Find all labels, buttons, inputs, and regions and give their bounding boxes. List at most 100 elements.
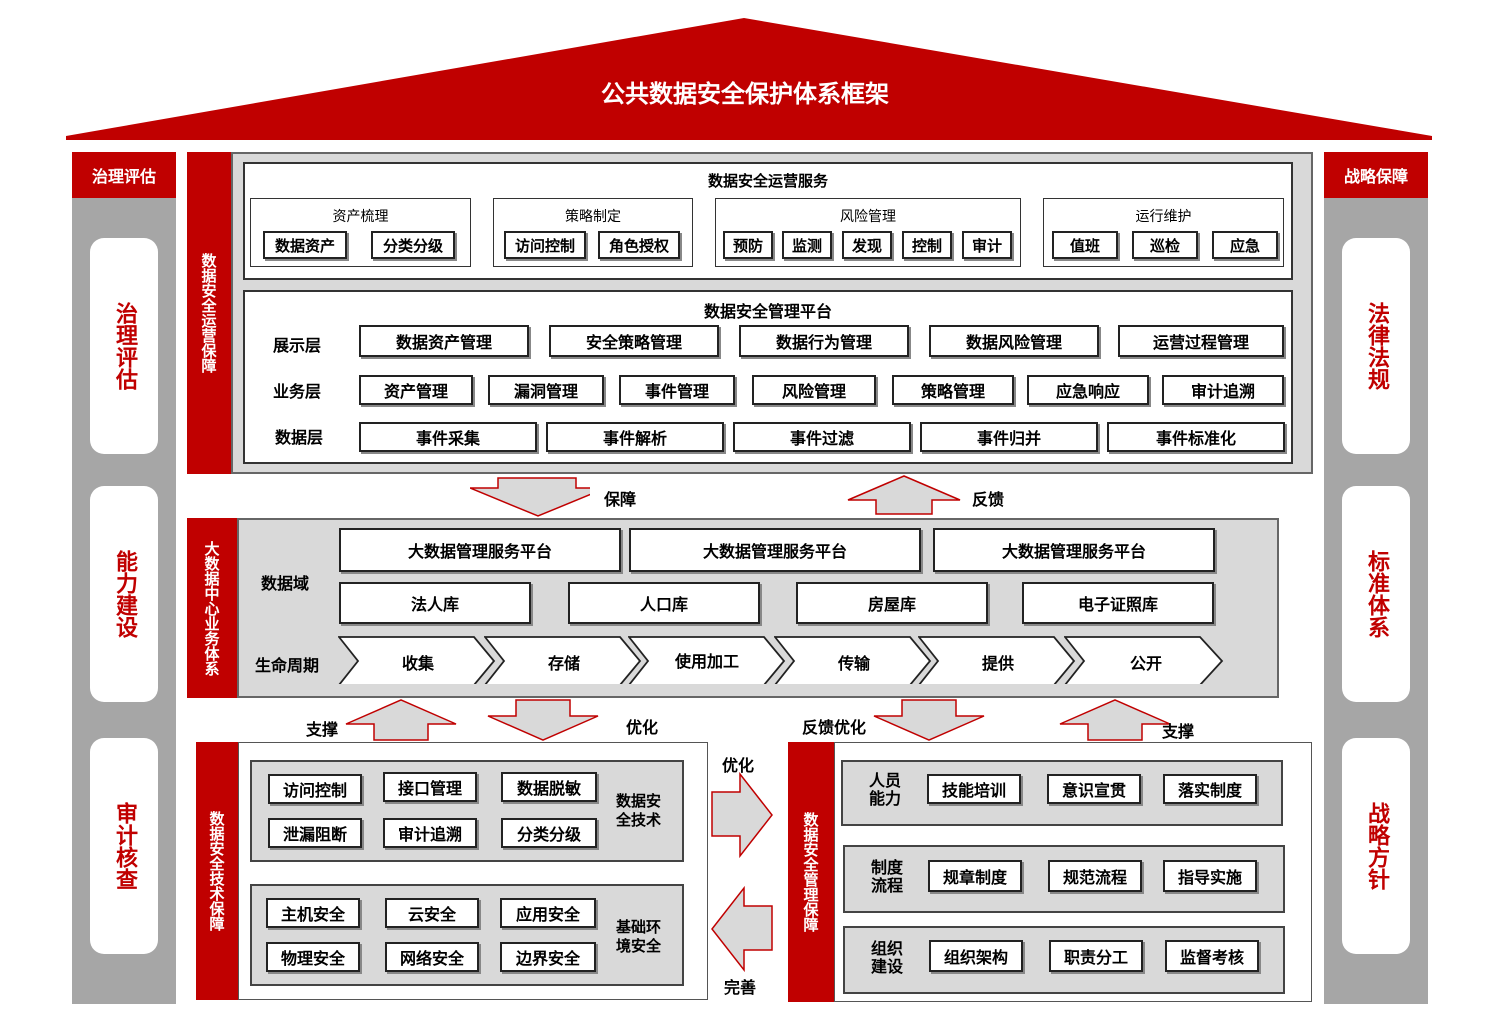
bigdata-label: 大数据中心业务体系 <box>187 518 237 698</box>
tech-item: 泄漏阻断 <box>268 818 362 848</box>
platform-item: 事件解析 <box>546 422 724 452</box>
service-group: 风险管理 预防 监测 发现 控制 审计 <box>715 198 1021 267</box>
platform-item: 事件过滤 <box>733 422 911 452</box>
tech-item: 接口管理 <box>383 772 477 802</box>
service-item: 审计 <box>962 231 1012 259</box>
tech-group-title: 数据安全技术 <box>616 792 662 829</box>
roof <box>66 18 1432 140</box>
service-item: 分类分级 <box>371 231 455 259</box>
platform-item: 事件归并 <box>920 422 1098 452</box>
mgmt-group-title: 人员能力 <box>868 771 901 808</box>
down-arrow-icon <box>873 699 985 741</box>
tech-item: 审计追溯 <box>383 818 477 848</box>
service-group-title: 风险管理 <box>840 209 896 225</box>
data-library: 房屋库 <box>796 582 988 624</box>
tech-item: 网络安全 <box>385 942 479 972</box>
arrow-label-feedback: 反馈 <box>972 490 1005 509</box>
right-pillar: 法律法规 标准体系 战略方针 <box>1324 198 1428 1004</box>
tech-item: 物理安全 <box>266 942 360 972</box>
up-arrow-icon <box>345 699 457 741</box>
lifecycle-row: 收集 存储 使用加工 传输 提供 公开 <box>338 636 1228 686</box>
arrow-label-support-right: 支撑 <box>1162 722 1195 741</box>
up-arrow-icon <box>847 475 961 515</box>
left-pillar-header: 治理评估 <box>72 152 176 198</box>
lifecycle-chevron <box>338 636 496 684</box>
service-group-title: 资产梳理 <box>332 209 389 225</box>
mgmt-item: 监督考核 <box>1165 940 1259 972</box>
arrow-label-optimize-left: 优化 <box>626 718 659 737</box>
service-item: 预防 <box>723 231 773 259</box>
mgmt-item: 规范流程 <box>1048 860 1142 892</box>
lifecycle-step: 收集 <box>401 654 434 673</box>
service-item: 数据资产 <box>263 231 347 259</box>
pillar-item: 能力建设 <box>90 486 158 702</box>
service-group-title: 运行维护 <box>1135 209 1192 225</box>
down-arrow-icon <box>470 477 590 517</box>
arrow-label-guarantee: 保障 <box>604 490 637 509</box>
platform-item: 数据资产管理 <box>359 325 529 357</box>
row-label: 数据层 <box>275 428 324 447</box>
service-group: 策略制定 访问控制 角色授权 <box>493 198 693 267</box>
mgmt-item: 技能培训 <box>927 774 1021 804</box>
platform-item: 策略管理 <box>892 375 1014 405</box>
pillar-item: 治理评估 <box>90 238 158 454</box>
data-library: 法人库 <box>339 582 531 624</box>
bigdata-platform: 大数据管理服务平台 <box>629 528 921 572</box>
mgmt-item: 落实制度 <box>1163 774 1257 804</box>
service-group-title: 策略制定 <box>565 209 621 225</box>
tech-group-title: 基础环境安全 <box>616 918 662 955</box>
page-title: 公共数据安全保护体系框架 <box>601 80 889 108</box>
tech-label: 数据安全技术保障 <box>196 742 238 1000</box>
service-item: 访问控制 <box>504 231 586 259</box>
service-group: 运行维护 值班 巡检 应急 <box>1043 198 1284 267</box>
mgmt-group-title: 组织建设 <box>870 939 903 976</box>
platform-item: 数据风险管理 <box>929 325 1099 357</box>
ops-guarantee-label: 数据安全运营保障 <box>187 152 231 474</box>
bigdata-platform: 大数据管理服务平台 <box>933 528 1215 572</box>
mgmt-item: 意识宣贯 <box>1047 774 1141 804</box>
data-library: 人口库 <box>568 582 760 624</box>
service-item: 监测 <box>782 231 832 259</box>
lifecycle-chevron <box>918 636 1076 684</box>
arrow-label-support-left: 支撑 <box>306 720 339 739</box>
mgmt-platform-title: 数据安全管理平台 <box>703 302 832 321</box>
left-arrow-icon <box>711 885 773 973</box>
down-arrow-icon <box>487 699 599 741</box>
tech-item: 边界安全 <box>500 942 596 972</box>
lifecycle-chevron <box>1064 636 1224 684</box>
tech-item: 分类分级 <box>501 818 597 848</box>
row-label: 展示层 <box>273 336 322 355</box>
service-item: 角色授权 <box>598 231 680 259</box>
left-pillar: 治理评估 能力建设 审计核查 <box>72 198 176 1004</box>
tech-item: 云安全 <box>385 898 479 928</box>
service-item: 应急 <box>1212 231 1278 259</box>
up-arrow-icon <box>1059 699 1171 741</box>
data-library: 电子证照库 <box>1022 582 1214 624</box>
mgmt-item: 组织架构 <box>929 940 1023 972</box>
lifecycle-step: 存储 <box>547 654 580 673</box>
platform-item: 安全策略管理 <box>549 325 719 357</box>
platform-item: 应急响应 <box>1027 375 1149 405</box>
mgmt-item: 规章制度 <box>928 860 1022 892</box>
lifecycle-step: 使用加工 <box>674 652 739 671</box>
right-arrow-icon <box>711 771 773 859</box>
tech-item: 主机安全 <box>266 898 360 928</box>
lifecycle-chevron <box>484 636 642 684</box>
tech-item: 访问控制 <box>268 774 362 804</box>
platform-item: 运营过程管理 <box>1118 325 1284 357</box>
platform-item: 风险管理 <box>752 375 876 405</box>
service-item: 发现 <box>842 231 892 259</box>
platform-item: 资产管理 <box>359 375 473 405</box>
row-label: 业务层 <box>273 382 322 401</box>
tech-item: 应用安全 <box>500 898 596 928</box>
service-item: 值班 <box>1052 231 1118 259</box>
mgmt-item: 职责分工 <box>1049 940 1143 972</box>
platform-item: 事件采集 <box>359 422 537 452</box>
mgmt-group-title: 制度流程 <box>870 858 903 895</box>
mgmt-item: 指导实施 <box>1163 860 1257 892</box>
ops-service-title: 数据安全运营服务 <box>707 172 828 190</box>
service-item: 巡检 <box>1132 231 1198 259</box>
domain-label: 数据域 <box>261 574 310 593</box>
platform-item: 事件标准化 <box>1107 422 1285 452</box>
mgmt-label: 数据安全管理保障 <box>788 742 834 1002</box>
